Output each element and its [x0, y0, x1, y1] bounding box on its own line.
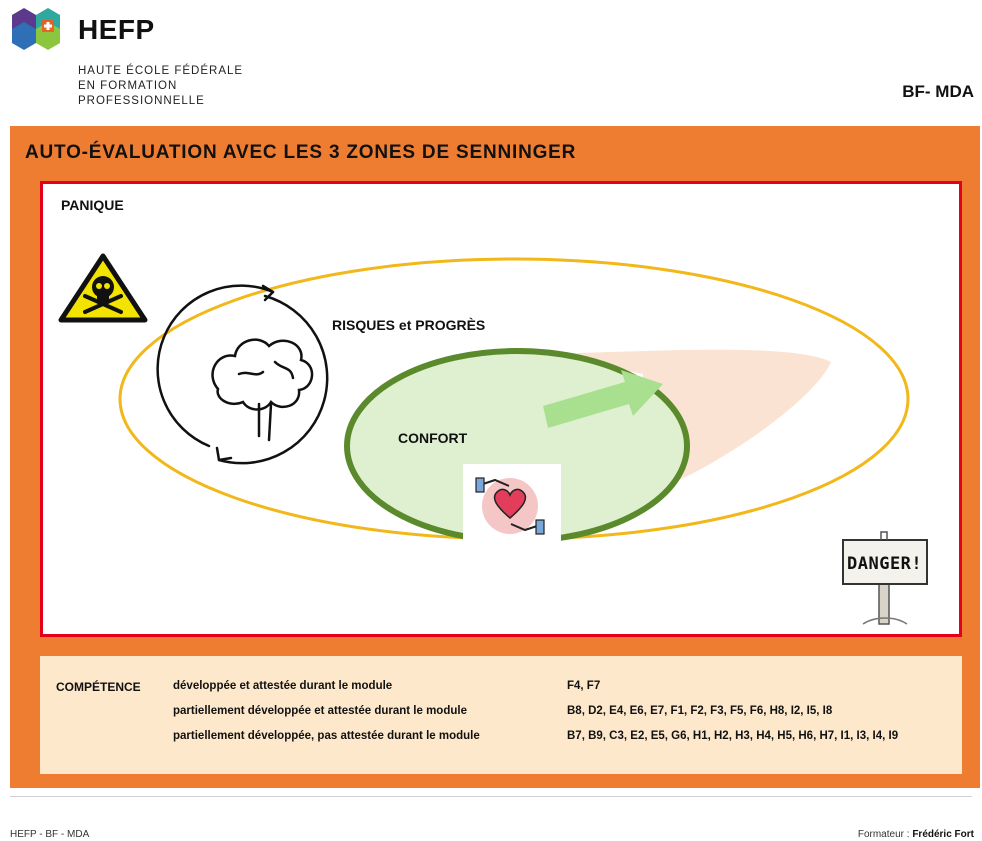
growth-arrow-icon — [543, 370, 663, 428]
brand-name: HEFP — [78, 14, 155, 45]
subtitle-line-1: HAUTE ÉCOLE FÉDÉRALE — [78, 65, 244, 77]
competence-row-3-description: partiellement développée, pas attestée d… — [173, 730, 480, 742]
growth-cone — [538, 349, 831, 484]
panel-title: AUTO-ÉVALUATION AVEC LES 3 ZONES DE SENN… — [25, 142, 577, 163]
zones-diagram — [58, 253, 928, 625]
competence-row-1-codes: F4, F7 — [567, 680, 601, 692]
document-code: BF- MDA — [902, 82, 974, 101]
comfort-zone-label: CONFORT — [398, 430, 468, 446]
skull-warning-icon — [58, 253, 148, 323]
competence-row-3-codes: B7, B9, C3, E2, E5, G6, H1, H2, H3, H4, … — [567, 730, 899, 742]
competence-table: COMPÉTENCE développée et attestée durant… — [40, 656, 962, 774]
danger-sign-label: DANGER! — [847, 554, 923, 574]
brain-cycle-icon — [156, 284, 329, 465]
competence-row-2-description: partiellement développée et attestée dur… — [173, 705, 467, 717]
footer-right: Formateur : Frédéric Fort — [858, 829, 974, 840]
trainer-name: Frédéric Fort — [912, 829, 974, 840]
panic-zone-label: PANIQUE — [61, 197, 124, 213]
competence-row-1-description: développée et attestée durant le module — [173, 680, 393, 692]
heart-hands-icon — [463, 464, 561, 544]
panic-zone: PANIQUE RISQUES et PROGRÈS CONFORT DANGE… — [40, 181, 962, 637]
competence-heading: COMPÉTENCE — [56, 680, 141, 694]
risk-zone-label: RISQUES et PROGRÈS — [332, 317, 486, 333]
trainer-label: Formateur : — [857, 829, 913, 840]
self-evaluation-panel: AUTO-ÉVALUATION AVEC LES 3 ZONES DE SENN… — [10, 126, 980, 788]
danger-sign-icon — [842, 531, 928, 625]
brand-subtitle: HAUTE ÉCOLE FÉDÉRALE EN FORMATION PROFES… — [78, 64, 243, 109]
subtitle-line-2: EN FORMATION — [78, 80, 178, 92]
footer-left: HEFP - BF - MDA — [10, 829, 90, 840]
subtitle-line-3: PROFESSIONNELLE — [78, 95, 205, 107]
footer-divider — [10, 796, 972, 797]
competence-row-2-codes: B8, D2, E4, E6, E7, F1, F2, F3, F5, F6, … — [567, 705, 833, 717]
hefp-logo — [10, 6, 62, 50]
